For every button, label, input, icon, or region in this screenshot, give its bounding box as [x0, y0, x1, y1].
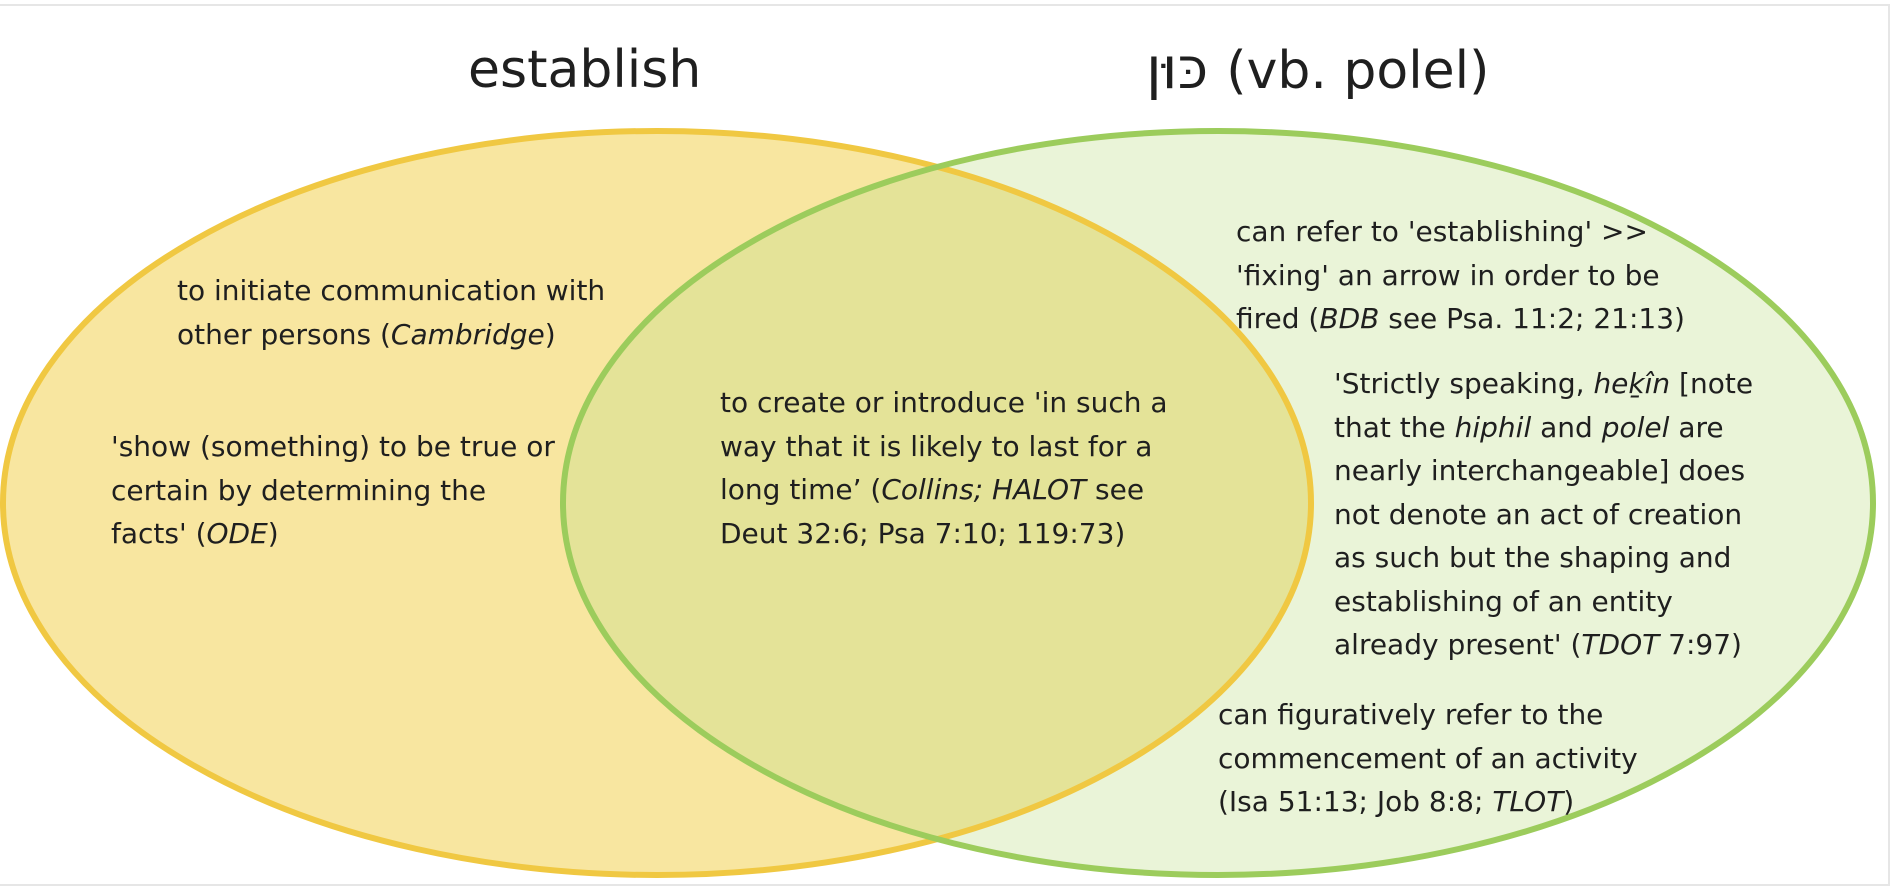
text-line: to create or introduce 'in such a	[720, 386, 1168, 419]
left-definition-initiate-communication: to initiate communication with other pers…	[177, 269, 605, 356]
text-line: already present' (TDOT 7:97)	[1334, 628, 1742, 661]
text-line: 'Strictly speaking, heḵîn [note	[1334, 367, 1754, 400]
citation-italic: TLOT	[1492, 785, 1564, 818]
part-of-speech-label: (vb. polel)	[1226, 41, 1490, 101]
hebrew-word: כּוּן	[1146, 34, 1209, 102]
left-set-outline	[0, 128, 1314, 878]
overlap-definition-create-introduce: to create or introduce 'in such a way tha…	[720, 381, 1168, 555]
left-set-title: establish	[468, 40, 702, 100]
citation-italic: BDB	[1319, 302, 1380, 335]
text-line: that the hiphil and polel are	[1334, 410, 1724, 444]
right-definition-fixing-arrow: can refer to 'establishing' >> 'fixing' a…	[1236, 210, 1685, 341]
citation-italic: polel	[1601, 410, 1670, 444]
citation-italic: TDOT	[1581, 628, 1660, 661]
right-set-title: כּוּן(vb. polel)	[1146, 38, 1489, 101]
right-definition-tdot-quote: 'Strictly speaking, heḵîn [note that the …	[1334, 362, 1753, 667]
text-line: (Isa 51:13; Job 8:8; TLOT)	[1218, 785, 1575, 818]
citation-italic: Collins; HALOT	[881, 473, 1087, 506]
text-line: other persons (Cambridge)	[177, 317, 556, 351]
left-definition-show-true: 'show (something) to be true or certain b…	[111, 425, 555, 556]
citation-italic: ODE	[206, 517, 268, 550]
text-line: fired (BDB see Psa. 11:2; 21:13)	[1236, 302, 1685, 335]
text-line: 'fixing' an arrow in order to be	[1236, 258, 1660, 292]
overlap-region	[563, 131, 1311, 875]
citation-italic: heḵîn	[1593, 367, 1671, 400]
text-line: 'show (something) to be true or	[111, 430, 555, 463]
right-definition-commencement: can figuratively refer to the commencemen…	[1218, 693, 1638, 824]
text-line: certain by determining the	[111, 473, 487, 507]
text-line: can refer to 'establishing' >>	[1236, 215, 1648, 248]
text-line: commencement of an activity	[1218, 741, 1638, 775]
text-line: to initiate communication with	[177, 274, 606, 307]
text-line: establishing of an entity	[1334, 584, 1673, 618]
citation-italic: hiphil	[1454, 410, 1532, 444]
text-line: way that it is likely to last for a	[720, 429, 1153, 463]
right-set-outline	[560, 128, 1876, 878]
text-line: nearly interchangeable] does	[1334, 454, 1746, 487]
text-line: facts' (ODE)	[111, 517, 279, 550]
text-line: Deut 32:6; Psa 7:10; 119:73)	[720, 516, 1126, 550]
text-line: as such but the shaping and	[1334, 541, 1732, 574]
text-line: not denote an act of creation	[1334, 497, 1743, 531]
citation-italic: Cambridge	[390, 317, 545, 351]
text-line: long time’ (Collins; HALOT see	[720, 473, 1145, 506]
text-line: can figuratively refer to the	[1218, 698, 1604, 731]
